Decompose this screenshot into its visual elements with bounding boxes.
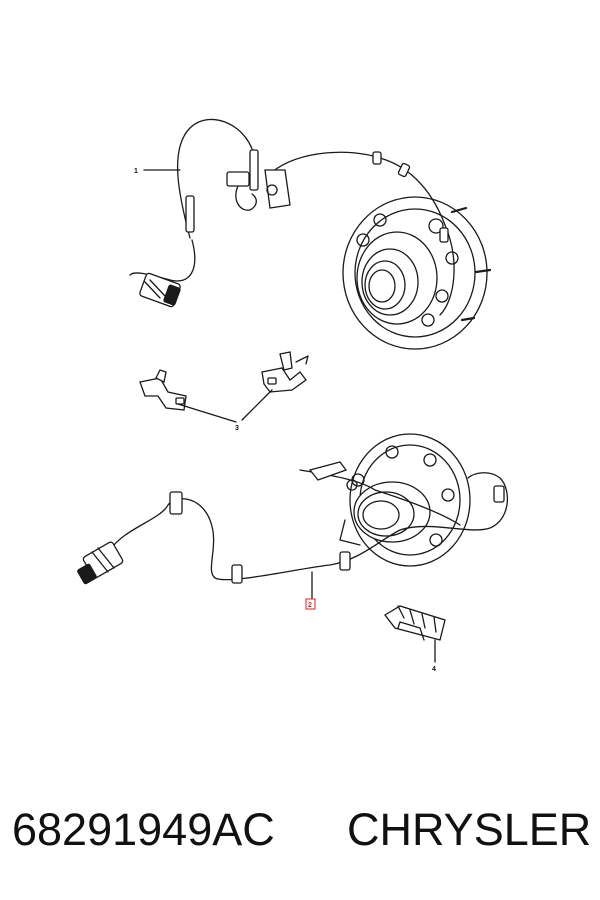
callout-2: 2 [308, 602, 312, 609]
caption-footer: 68291949AC CHRYSLER [0, 800, 600, 870]
brand-name: CHRYSLER [347, 804, 592, 855]
upper-wheel-hub [342, 196, 492, 350]
callout-4: 4 [432, 666, 436, 673]
callout-3: 3 [235, 425, 239, 432]
mounting-brackets [139, 351, 309, 411]
sensor-wire-upper [129, 118, 455, 316]
callout-1: 1 [134, 168, 138, 175]
part-number: 68291949AC [12, 804, 275, 855]
wire-connector-upper [139, 272, 181, 308]
exploded-parts-diagram: 1 3 [77, 118, 509, 673]
wire-connector-lower [77, 541, 124, 585]
sensor-wire-lower [77, 461, 509, 585]
wire-clip [384, 605, 446, 641]
callout-2-highlight [305, 598, 316, 610]
